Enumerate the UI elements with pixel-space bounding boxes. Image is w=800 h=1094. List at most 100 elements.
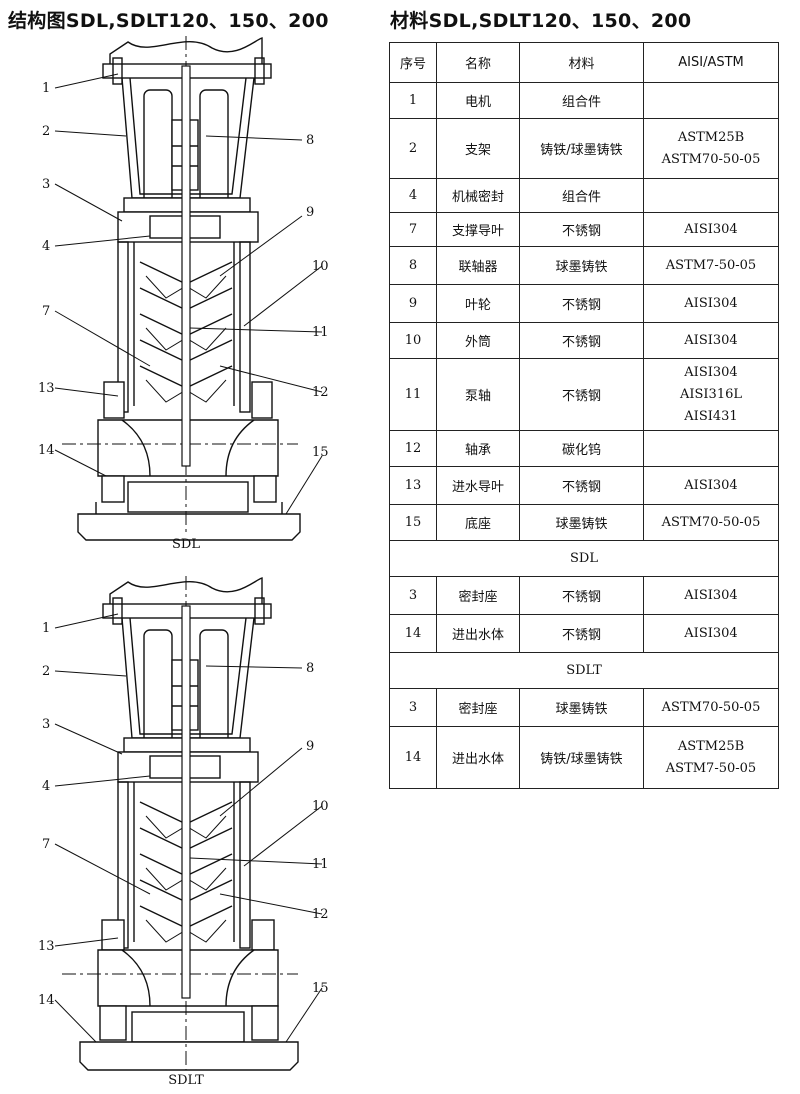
material-cell: 球墨铸铁	[519, 504, 644, 541]
part-number-cell: 14	[389, 726, 437, 789]
materials-heading: 材料SDL,SDLT120、150、200	[390, 10, 692, 32]
callout-14: 14	[38, 993, 55, 1008]
callout-10: 10	[312, 259, 329, 274]
callout-3: 3	[42, 177, 50, 192]
callout-1: 1	[42, 81, 50, 96]
part-name-cell: 底座	[436, 504, 520, 541]
part-number-cell: 2	[389, 118, 437, 179]
callout-9: 9	[306, 739, 314, 754]
standard-code: ASTM70-50-05	[661, 514, 761, 530]
header-no: 序号	[389, 42, 437, 83]
group-label: SDLT	[389, 652, 779, 689]
sdlt-structure-drawing: 1 2 3 4 7 13 14 8 9 10 11 12 15 SDLT	[0, 576, 380, 1094]
callout-10: 10	[312, 799, 329, 814]
part-name-cell: 进水导叶	[436, 466, 520, 505]
material-cell: 球墨铸铁	[519, 246, 644, 285]
material-cell: 铸铁/球墨铸铁	[519, 726, 644, 789]
material-cell: 不锈钢	[519, 614, 644, 653]
part-number-cell: 8	[389, 246, 437, 285]
material-cell: 组合件	[519, 82, 644, 119]
part-name-cell: 外筒	[436, 322, 520, 359]
part-number-cell: 13	[389, 466, 437, 505]
callout-15: 15	[312, 981, 329, 996]
part-number-cell: 9	[389, 284, 437, 323]
part-name-cell: 电机	[436, 82, 520, 119]
sdl-pump-svg: 1 2 3 4 7 13 14 8 9 10 11 12 15 SDL	[38, 36, 329, 552]
standard-cell	[643, 82, 779, 119]
callout-2: 2	[42, 664, 50, 679]
callout-11: 11	[312, 857, 329, 872]
standard-code: AISI304	[684, 587, 738, 603]
standard-code: ASTM25B	[677, 129, 745, 145]
group-label: SDL	[389, 540, 779, 577]
standard-code: AISI316L	[679, 386, 742, 402]
callout-2: 2	[42, 124, 50, 139]
part-name-cell: 进出水体	[436, 614, 520, 653]
standard-cell: AISI304	[643, 614, 779, 653]
standard-code: ASTM70-50-05	[661, 151, 761, 167]
callout-15: 15	[312, 445, 329, 460]
standard-code: AISI304	[684, 332, 738, 348]
callout-1: 1	[42, 621, 50, 636]
callout-13: 13	[38, 939, 55, 954]
part-number-cell: 14	[389, 614, 437, 653]
standard-cell: ASTM7-50-05	[643, 246, 779, 285]
callout-8: 8	[306, 661, 314, 676]
part-number-cell: 7	[389, 212, 437, 247]
standard-cell: AISI304	[643, 284, 779, 323]
material-cell: 不锈钢	[519, 212, 644, 247]
diagram-caption: SDL	[172, 537, 200, 552]
header-name: 名称	[436, 42, 520, 83]
standard-code: AISI304	[684, 477, 738, 493]
material-cell: 铸铁/球墨铸铁	[519, 118, 644, 179]
part-number-cell: 10	[389, 322, 437, 359]
material-cell: 碳化钨	[519, 430, 644, 467]
header-material: 材料	[519, 42, 644, 83]
standard-code: ASTM25B	[677, 738, 745, 754]
standard-cell: ASTM70-50-05	[643, 504, 779, 541]
part-number-cell: 12	[389, 430, 437, 467]
callout-14: 14	[38, 443, 55, 458]
part-name-cell: 叶轮	[436, 284, 520, 323]
structure-heading: 结构图SDL,SDLT120、150、200	[8, 10, 329, 32]
material-cell: 不锈钢	[519, 284, 644, 323]
standard-code: AISI304	[684, 364, 738, 380]
callout-4: 4	[42, 239, 50, 254]
callout-11: 11	[312, 325, 329, 340]
standard-code: AISI304	[684, 625, 738, 641]
sdlt-pump-svg: 1 2 3 4 7 13 14 8 9 10 11 12 15 SDLT	[38, 576, 329, 1088]
header-standard: AISI/ASTM	[643, 42, 779, 83]
standard-cell: ASTM25B ASTM70-50-05	[643, 118, 779, 179]
material-cell: 不锈钢	[519, 358, 644, 431]
standard-code: ASTM7-50-05	[665, 257, 757, 273]
part-name-cell: 联轴器	[436, 246, 520, 285]
callout-13: 13	[38, 381, 55, 396]
part-number-cell: 15	[389, 504, 437, 541]
part-name-cell: 轴承	[436, 430, 520, 467]
standard-code: AISI304	[684, 295, 738, 311]
material-cell: 不锈钢	[519, 466, 644, 505]
part-name-cell: 机械密封	[436, 178, 520, 213]
part-name-cell: 支撑导叶	[436, 212, 520, 247]
standard-cell: AISI304	[643, 466, 779, 505]
group-header-row: SDLT	[389, 652, 779, 689]
